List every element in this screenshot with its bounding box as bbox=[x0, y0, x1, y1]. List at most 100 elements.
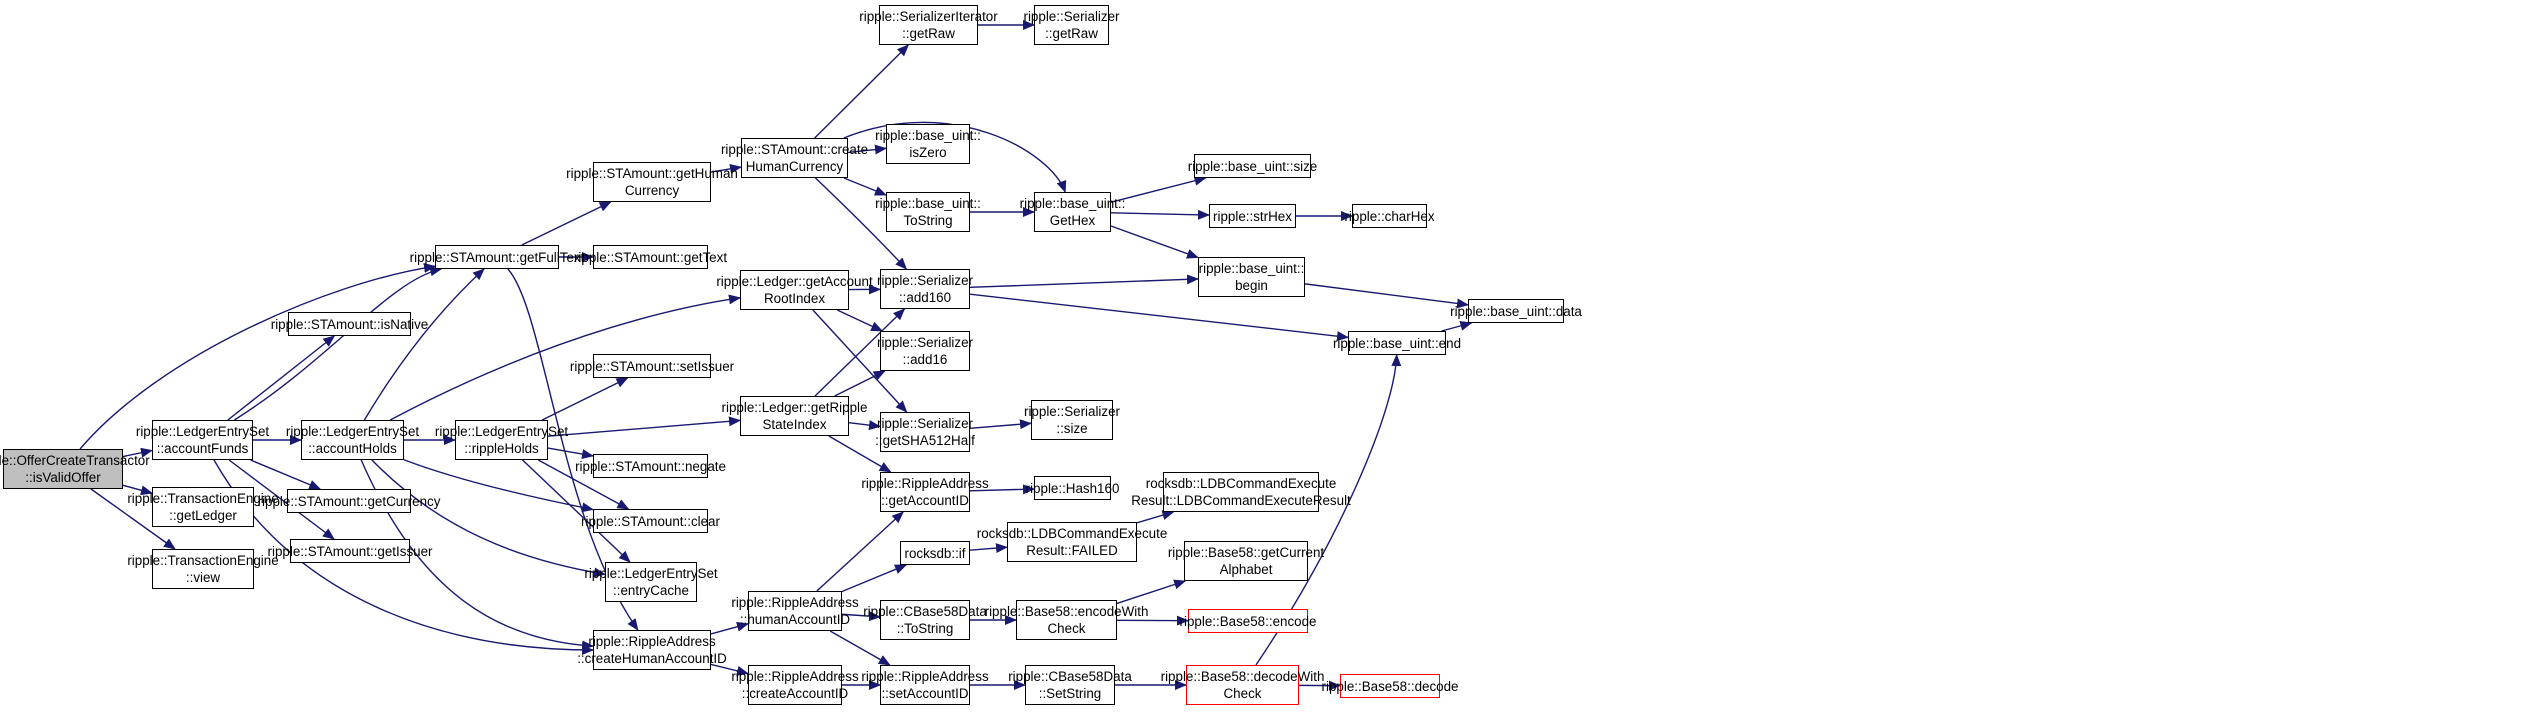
node-label-line: ripple::strHex bbox=[1213, 208, 1292, 224]
node-label-line: ripple::TransactionEngine bbox=[127, 491, 279, 506]
node-label-line: Currency bbox=[624, 183, 680, 198]
node-getFullText[interactable]: ripple::STAmount::getFullText bbox=[410, 245, 584, 269]
node-label-line: ripple::base_uint::size bbox=[1187, 158, 1318, 174]
node-getCurrency[interactable]: ripple::STAmount::getCurrency bbox=[258, 489, 440, 513]
node-getSHA512Half[interactable]: ripple::Serializer::getSHA512Half bbox=[875, 412, 975, 452]
edge-rippleHolds-to-entryCache bbox=[522, 459, 631, 563]
node-label-line: ripple::STAmount::getFullText bbox=[409, 249, 585, 265]
edge-rippleHolds-to-setIssuer bbox=[541, 377, 629, 421]
node-label-line: ripple::Base58::getCurrent bbox=[1167, 545, 1325, 560]
node-getIssuer[interactable]: ripple::STAmount::getIssuer bbox=[268, 539, 433, 563]
node-label-line: ::add16 bbox=[902, 352, 948, 367]
node-label-line: ripple::Base58::encode bbox=[1179, 613, 1317, 629]
node-label-line: rocksdb::LDBCommandExecute bbox=[1145, 476, 1337, 491]
node-label-line: ripple::base_uint::data bbox=[1450, 303, 1582, 319]
node-getLedger[interactable]: ripple::TransactionEngine::getLedger bbox=[127, 487, 279, 527]
edge-isValidOffer-to-view bbox=[90, 488, 176, 550]
node-label-line: ripple::LedgerEntrySet bbox=[135, 424, 270, 439]
node-isZero[interactable]: ripple::base_uint::isZero bbox=[875, 124, 981, 164]
node-isNative[interactable]: ripple::STAmount::isNative bbox=[271, 312, 428, 336]
node-label-line: ripple::CBase58Data bbox=[863, 604, 987, 619]
node-setIssuer[interactable]: ripple::STAmount::setIssuer bbox=[570, 354, 734, 378]
node-label-line: RootIndex bbox=[763, 291, 826, 306]
node-decode[interactable]: ripple::Base58::decode bbox=[1322, 674, 1459, 698]
node-label-line: ::rippleHolds bbox=[464, 441, 539, 456]
node-label-line: ToString bbox=[903, 213, 953, 228]
edge-createHumanCurrency-to-add160 bbox=[814, 177, 908, 270]
node-toString[interactable]: ripple::base_uint::ToString bbox=[875, 192, 981, 232]
node-data[interactable]: ripple::base_uint::data bbox=[1450, 299, 1582, 323]
node-serSize[interactable]: ripple::Serializer::size bbox=[1024, 400, 1120, 440]
node-cbToString[interactable]: ripple::CBase58Data::ToString bbox=[863, 600, 987, 640]
node-hash160[interactable]: ripple::Hash160 bbox=[1026, 476, 1119, 500]
edge-accountFunds-to-isNative bbox=[227, 335, 336, 421]
node-label-line: ripple::Base58::encodeWith bbox=[984, 604, 1149, 619]
node-label-line: ripple::RippleAddress bbox=[731, 669, 859, 684]
node-label-line: ripple::LedgerEntrySet bbox=[434, 424, 569, 439]
edge-accountFunds-to-getIssuer bbox=[228, 459, 335, 540]
node-entryCache[interactable]: ripple::LedgerEntrySet::entryCache bbox=[584, 562, 718, 602]
node-label-line: ripple::LedgerEntrySet bbox=[285, 424, 420, 439]
node-rocksIf[interactable]: rocksdb::if bbox=[900, 541, 970, 565]
edge-getHumanCurrency-to-createHumanCurrency bbox=[710, 163, 742, 174]
node-serGetRaw[interactable]: ripple::Serializer::getRaw bbox=[1024, 5, 1120, 45]
edge-getHex-to-buSize bbox=[1110, 175, 1207, 203]
node-label-line: ::accountFunds bbox=[156, 441, 249, 456]
node-label-line: ripple::Base58::decodeWith bbox=[1160, 669, 1325, 684]
node-charHex[interactable]: ripple::charHex bbox=[1344, 204, 1435, 228]
node-isValidOffer[interactable]: ripple::OfferCreateTransactor::isValidOf… bbox=[0, 449, 150, 489]
node-add16[interactable]: ripple::Serializer::add16 bbox=[877, 331, 973, 371]
node-clear[interactable]: ripple::STAmount::clear bbox=[581, 509, 720, 533]
node-accountHolds[interactable]: ripple::LedgerEntrySet::accountHolds bbox=[286, 420, 419, 460]
node-setString[interactable]: ripple::CBase58Data::SetString bbox=[1008, 665, 1132, 705]
node-label-line: ripple::RippleAddress bbox=[731, 595, 859, 610]
node-add160[interactable]: ripple::Serializer::add160 bbox=[877, 269, 973, 309]
edge-getHex-to-strHex bbox=[1110, 209, 1210, 220]
node-setAccountID[interactable]: ripple::RippleAddress::setAccountID bbox=[861, 665, 989, 705]
node-label-line: ripple::STAmount::setIssuer bbox=[569, 358, 735, 374]
node-label-line: ::accountHolds bbox=[308, 441, 397, 456]
node-createAccountID[interactable]: ripple::RippleAddress::createAccountID bbox=[731, 665, 859, 705]
node-createHumanAccountID[interactable]: ripple::RippleAddress::createHumanAccoun… bbox=[577, 630, 727, 670]
node-label-line: ripple::Serializer bbox=[1023, 9, 1120, 24]
node-label-line: ::add160 bbox=[898, 290, 952, 305]
node-buSize[interactable]: ripple::base_uint::size bbox=[1188, 154, 1317, 178]
node-view[interactable]: ripple::TransactionEngine::view bbox=[127, 549, 279, 589]
node-label-line: ripple::base_uint:: bbox=[1198, 261, 1305, 276]
edge-encodeWithCheck-to-getCurrentAlphabet bbox=[1116, 579, 1187, 605]
edge-createHumanAccountID-to-humanAccountID bbox=[710, 621, 749, 635]
node-strHex[interactable]: ripple::strHex bbox=[1209, 204, 1296, 228]
node-label-line: ::humanAccountID bbox=[739, 612, 851, 627]
node-label-line: Check bbox=[1223, 686, 1262, 701]
node-humanAccountID[interactable]: ripple::RippleAddress::humanAccountID bbox=[731, 591, 859, 631]
node-serIterGetRaw[interactable]: ripple::SerializerIterator::getRaw bbox=[859, 5, 998, 45]
node-label-line: ripple::STAmount::getCurrency bbox=[257, 493, 441, 509]
node-label-line: ripple::CBase58Data bbox=[1008, 669, 1132, 684]
node-encode[interactable]: ripple::Base58::encode bbox=[1180, 609, 1317, 633]
node-begin[interactable]: ripple::base_uint::begin bbox=[1198, 257, 1305, 297]
edge-getAccountRootIndex-to-add16 bbox=[836, 309, 884, 332]
node-negate[interactable]: ripple::STAmount::negate bbox=[575, 454, 726, 478]
node-rippleHolds[interactable]: ripple::LedgerEntrySet::rippleHolds bbox=[435, 420, 568, 460]
node-getAccountID[interactable]: ripple::RippleAddress::getAccountID bbox=[861, 472, 989, 512]
edge-begin-to-data bbox=[1304, 283, 1469, 309]
edge-accountHolds-to-clear bbox=[403, 459, 594, 513]
node-end[interactable]: ripple::base_uint::end bbox=[1333, 331, 1461, 355]
edge-rocksIf-to-failed bbox=[969, 543, 1008, 554]
node-label-line: ripple::base_uint:: bbox=[875, 128, 981, 143]
node-getText[interactable]: ripple::STAmount::getText bbox=[574, 245, 727, 269]
node-label-line: ripple::LedgerEntrySet bbox=[584, 566, 718, 581]
node-getHex[interactable]: ripple::base_uint::GetHex bbox=[1020, 192, 1125, 232]
node-accountFunds[interactable]: ripple::LedgerEntrySet::accountFunds bbox=[136, 420, 269, 460]
node-label-line: ::isValidOffer bbox=[25, 470, 101, 485]
